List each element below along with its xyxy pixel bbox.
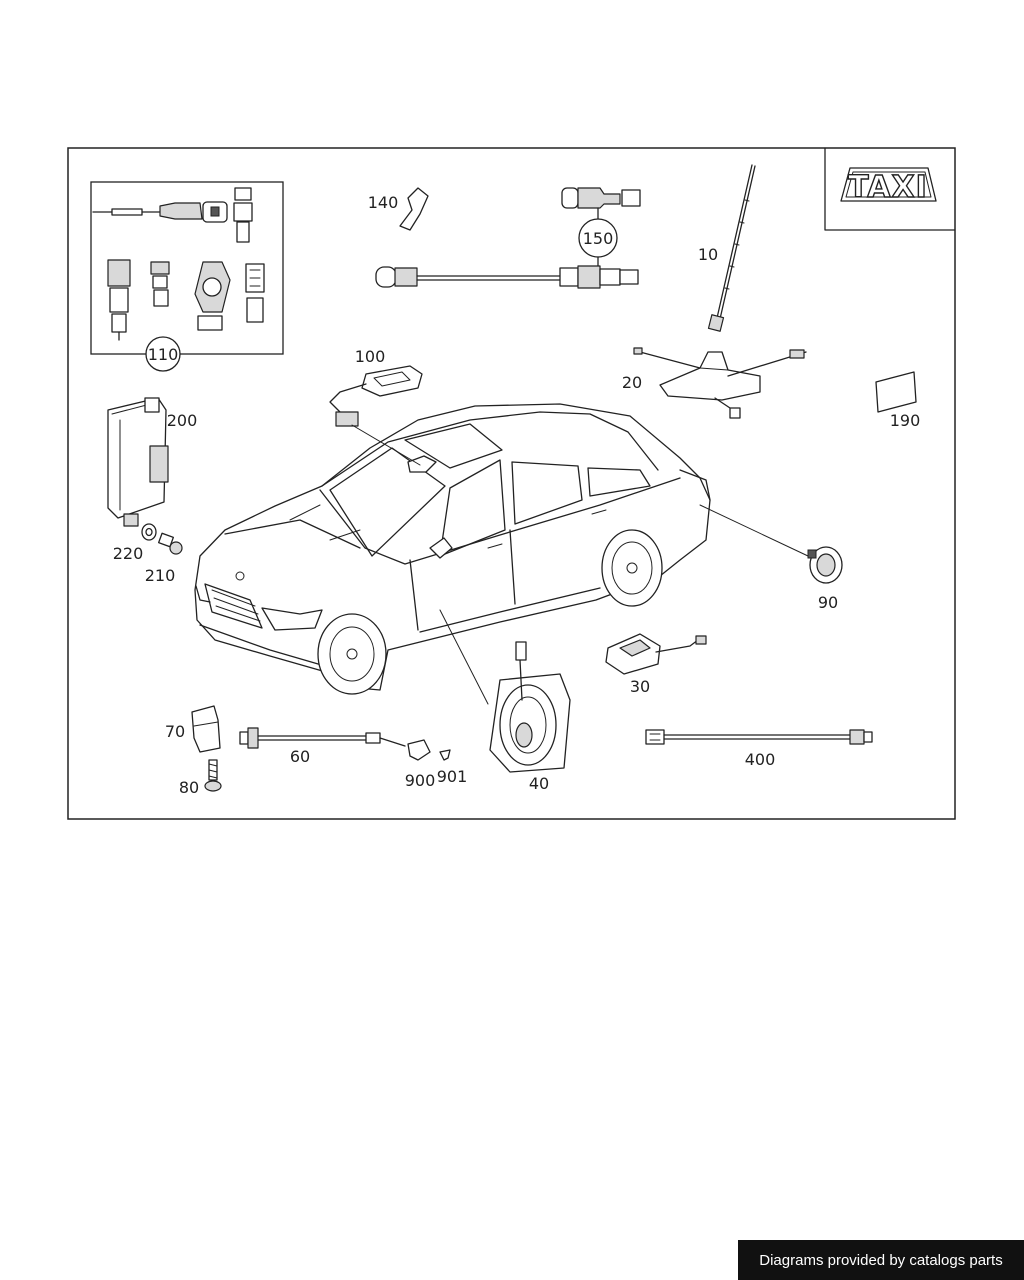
part-10-antenna-rod: 10 (698, 164, 756, 332)
part-100-module: 100 (329, 347, 423, 427)
taxi-sign-inset: TAXI (824, 147, 956, 231)
callout-10: 10 (698, 245, 718, 264)
callout-20: 20 (622, 373, 642, 392)
callout-80: 80 (179, 778, 199, 797)
callout-210: 210 (145, 566, 176, 585)
callout-400: 400 (745, 750, 776, 769)
part-200-control-unit: 200 (107, 397, 198, 527)
taxi-sign-text: TAXI (848, 170, 928, 205)
part-40-speaker: 40 (489, 641, 571, 793)
callout-30: 30 (630, 677, 650, 696)
callout-220: 220 (113, 544, 144, 563)
leader-100 (351, 424, 421, 466)
callout-150: 150 (583, 229, 614, 248)
part-210-screw: 210 (145, 532, 183, 585)
callout-70: 70 (165, 722, 185, 741)
vehicle-sedan (194, 403, 711, 695)
callout-100: 100 (355, 347, 386, 366)
part-140-bracket: 140 (368, 187, 429, 231)
callout-200: 200 (167, 411, 198, 430)
part-900-connector: 900 (405, 739, 436, 790)
part-80-screw: 80 (179, 759, 222, 797)
callout-900: 900 (405, 771, 436, 790)
callout-140: 140 (368, 193, 399, 212)
callout-90: 90 (818, 593, 838, 612)
part-400-cable: 400 (645, 729, 873, 769)
callout-901: 901 (437, 767, 468, 786)
part-220-washer: 220 (113, 523, 157, 563)
part-110-connector-set: 110 (90, 181, 284, 372)
callout-190: 190 (890, 411, 921, 430)
diagram-frame (67, 147, 956, 820)
leader-90 (699, 504, 809, 557)
callout-110: 110 (148, 345, 179, 364)
callout-40: 40 (529, 774, 549, 793)
part-901-pin: 901 (437, 749, 468, 786)
leader-40 (439, 609, 489, 705)
part-90-grommet: 90 (807, 546, 843, 612)
part-20-antenna-base: 20 (622, 347, 807, 419)
part-30-module: 30 (605, 633, 707, 696)
part-190-label-sticker: 190 (875, 371, 921, 430)
part-70-holder: 70 (165, 705, 221, 753)
part-60-cable: 60 (239, 727, 406, 766)
part-150-cable: 150 (375, 187, 641, 289)
footer-banner: Diagrams provided by catalogs parts (738, 1240, 1024, 1280)
callout-60: 60 (290, 747, 310, 766)
